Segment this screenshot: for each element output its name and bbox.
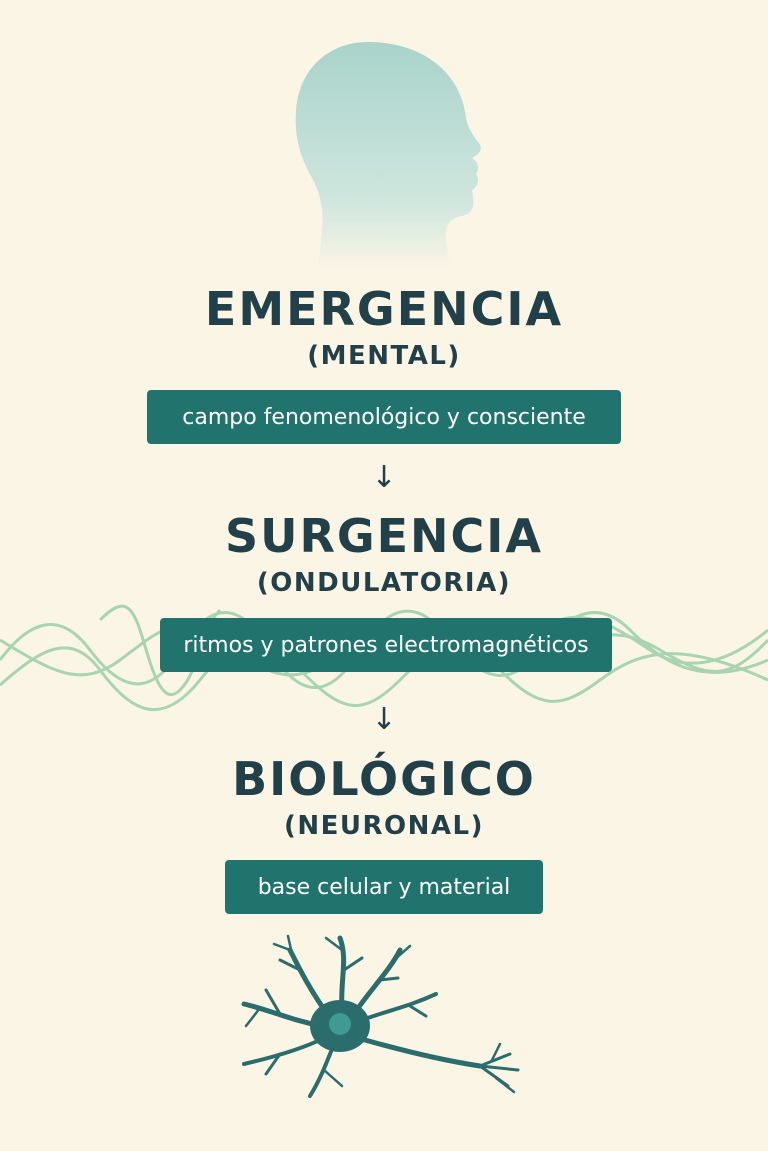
- down-arrow-2: ↓: [371, 702, 397, 737]
- description-box-mental: campo fenomenológico y consciente: [147, 390, 621, 444]
- neuron-icon: [241, 934, 520, 1098]
- human-head-icon: [295, 42, 481, 270]
- level-subtitle-mental: (MENTAL): [307, 341, 461, 371]
- level-title-surgencia: SURGENCIA: [224, 509, 544, 563]
- level-subtitle-ondulatoria: (ONDULATORIA): [256, 568, 512, 598]
- level-title-biologico: BIOLÓGICO: [232, 752, 536, 806]
- down-arrow-1: ↓: [371, 460, 397, 495]
- level-subtitle-neuronal: (NEURONAL): [284, 811, 484, 841]
- level-title-emergencia: EMERGENCIA: [204, 282, 564, 336]
- description-box-neuronal: base celular y material: [225, 860, 543, 914]
- description-box-ondulatoria: ritmos y patrones electromagnéticos: [160, 618, 612, 672]
